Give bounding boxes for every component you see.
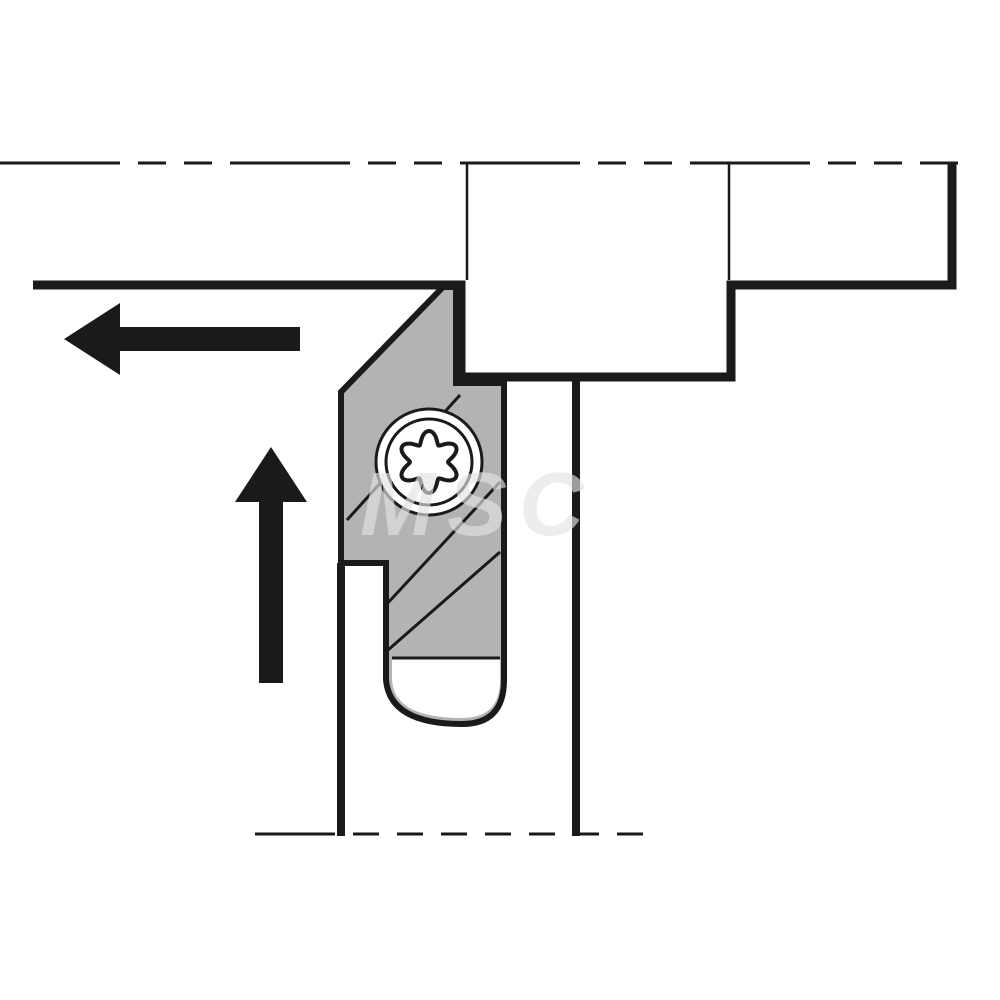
torx-recess: [399, 429, 459, 495]
workpiece: [0, 161, 958, 382]
torx-screw-icon: [374, 407, 484, 517]
clamp-edge: [387, 550, 501, 652]
arrow-left-shaft: [112, 327, 300, 351]
clearance-slot: [392, 658, 500, 718]
arrow-up-icon: [235, 447, 307, 683]
workpiece-profile: [33, 163, 957, 382]
arrow-up-head: [235, 447, 307, 502]
arrow-up-shaft: [259, 494, 283, 683]
insert-assembly: [338, 284, 507, 728]
tool-holder: [255, 380, 660, 836]
insert-outline: [338, 284, 507, 728]
arrow-left-icon: [64, 303, 300, 375]
watermark: MSC: [360, 455, 596, 555]
arrow-left-head: [64, 303, 120, 375]
insert-edge-lower: [383, 480, 502, 608]
